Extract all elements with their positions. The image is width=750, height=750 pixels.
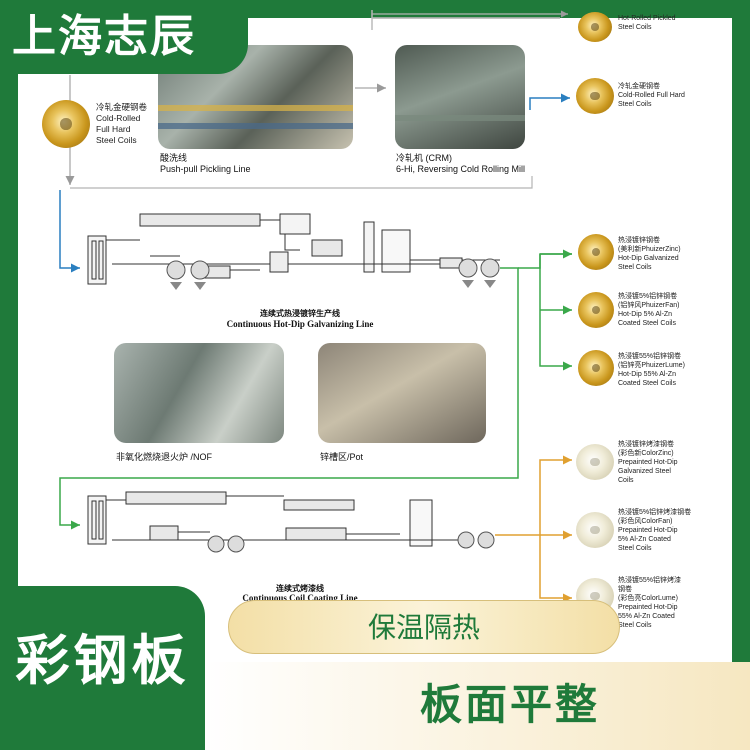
galvanizing-line-title-zh: 连续式热浸镀锌生产线 [260,309,340,318]
product-name-banner: 彩钢板 [0,586,205,750]
hot-rolled-coil-icon [578,12,612,42]
coating-line-title-zh: 连续式烤漆线 [276,584,324,593]
pickling-line-photo [158,45,353,149]
coating-line-title-en: Continuous Coil Coating Line [242,593,358,603]
full-hard-coil-icon [576,78,614,114]
brand-banner: 上海志辰 [0,0,248,74]
top-product-label-2: 冷轧金硬钢卷 Cold-Rolled Full Hard Steel Coils [618,83,685,108]
colorfan-coil-icon [576,512,614,548]
cold-rolling-mill-caption: 冷轧机 (CRM) 6-Hi, Reversing Cold Rolling M… [396,153,526,174]
cold-rolling-mill-photo [395,45,525,149]
al-zn-55-coil-icon [578,350,614,386]
feature-pill: 保温隔热 [228,600,620,654]
color-product-label-2: 热浸镀5%铝锌烤漆钢卷 (彩色风ColorFan) Prepainted Hot… [618,509,692,552]
feature-flat-surface: 板面平整 [419,681,600,728]
galv-product-label-2: 热浸镀5%铝锌钢卷 (铝锌风PhuizerFan) Hot-Dip 5% Al-… [618,293,680,327]
color-product-label-3: 热浸镀55%铝锌烤漆 钢卷 (彩色亮ColorLume) Prepainted … [618,577,682,629]
zinc-pot-caption: 锌槽区/Pot [320,452,364,462]
input-coil-label: 冷轧金硬钢卷 Cold-Rolled Full Hard Steel Coils [96,102,148,145]
coating-line-schematic [87,491,470,547]
top-product-label-1: Hot-Rolled Pickled Steel Coils [618,15,676,31]
galvanizing-line-title-en: Continuous Hot-Dip Galvanizing Line [226,319,374,329]
galvanized-coil-icon [578,234,614,270]
galv-product-label-3: 热浸镀55%铝锌钢卷 (铝锌亮PhuizerLume) Hot-Dip 55% … [618,353,685,387]
pickling-line-caption: 酸洗线 Push-pull Pickling Line [160,153,251,174]
cold-rolled-coil-icon [42,100,90,148]
zinc-pot-photo [318,343,486,443]
galv-product-label-1: 热浸镀锌钢卷 (美利新PhuizerZinc) Hot-Dip Galvaniz… [618,237,681,271]
bottom-band [205,662,750,750]
color-product-label-1: 热浸镀锌烤漆钢卷 (彩色新ColorZinc) Prepainted Hot-D… [618,441,678,484]
nof-caption: 非氧化燃烧退火炉 /NOF [116,452,212,462]
al-zn-5-coil-icon [578,292,614,328]
nof-furnace-photo [114,343,284,443]
colorzinc-coil-icon [576,444,614,480]
galvanizing-line-schematic [87,213,500,285]
